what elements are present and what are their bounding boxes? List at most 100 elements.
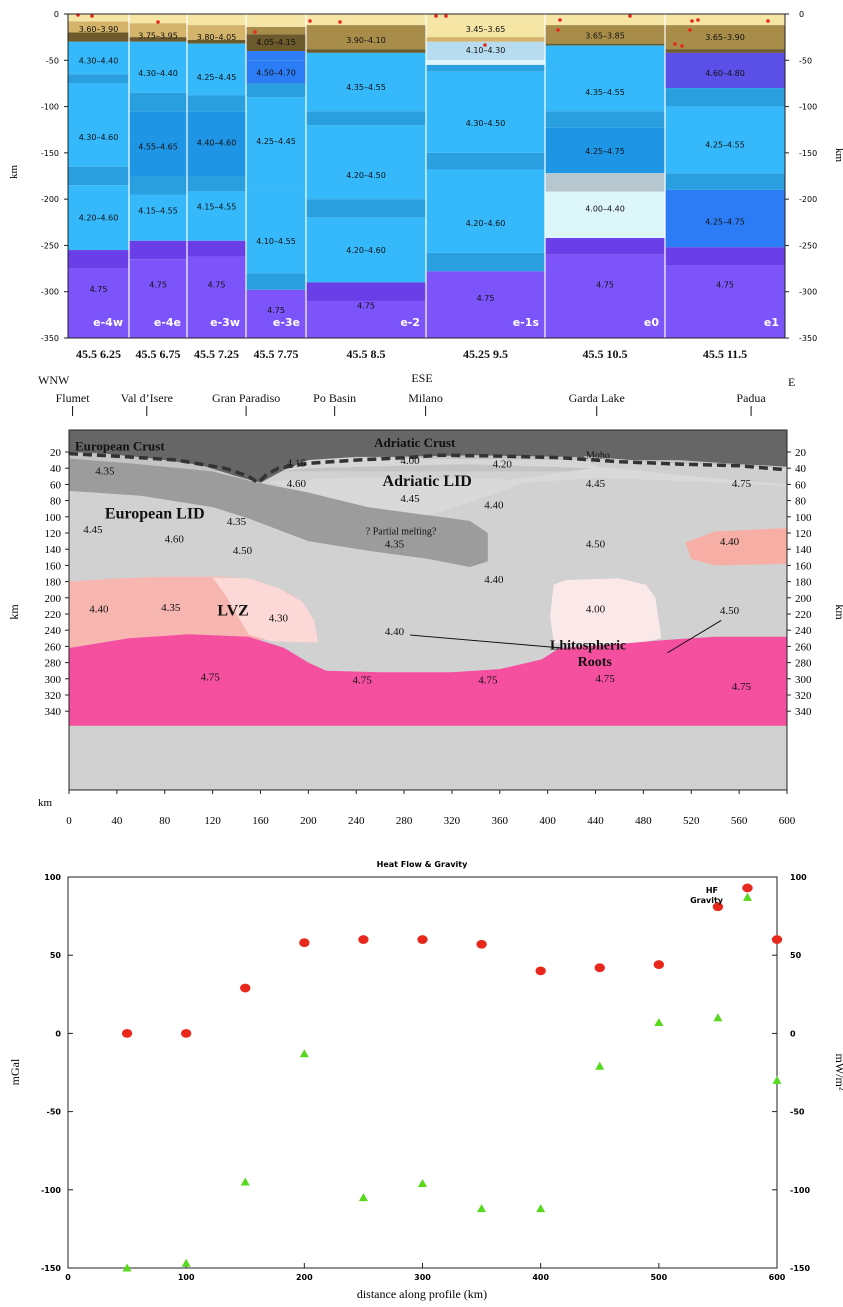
velocity-layer-cy1 xyxy=(68,41,129,75)
velocity-layer-cy3 xyxy=(426,64,545,72)
layer-velocity-range-label: 4.75 xyxy=(149,280,167,289)
legend-label-hf: HF xyxy=(706,886,718,895)
y-tick-label-left: -200 xyxy=(41,195,59,204)
x-tick-label: 100 xyxy=(178,1273,195,1282)
y-tick-label-right: 80 xyxy=(795,496,807,508)
velocity-layer-tan1 xyxy=(426,21,545,38)
seismic-event-dot xyxy=(253,30,257,34)
y-tick-label-right: -250 xyxy=(799,241,817,250)
hf-data-point xyxy=(299,938,310,948)
y-tick-label-right: 140 xyxy=(795,544,812,556)
y-tick-label-left: 240 xyxy=(45,625,62,637)
velocity-layer-cy1 xyxy=(306,52,426,112)
layer-velocity-range-label: 4.35–4.55 xyxy=(585,88,625,97)
layer-velocity-range-label: 3.80–4.05 xyxy=(197,33,237,42)
velocity-value-label: 4.60 xyxy=(165,534,185,546)
velocity-layer-purple xyxy=(426,271,545,338)
layer-velocity-range-label: 4.30–4.40 xyxy=(138,69,178,78)
x-tick-label: 200 xyxy=(296,1273,313,1282)
velocity-layer-cy1 xyxy=(306,125,426,200)
velocity-layer-tan4 xyxy=(665,49,785,53)
layer-velocity-range-label: 4.25–4.75 xyxy=(585,147,625,156)
y-tick-label-right: 120 xyxy=(795,528,812,540)
legend-label-gravity: Gravity xyxy=(690,896,724,905)
column-coordinates-label: 45.5 7.75 xyxy=(254,347,299,361)
velocity-value-label: 4.00 xyxy=(586,603,606,615)
seismic-event-dot xyxy=(338,20,342,24)
velocity-layer-tan4 xyxy=(545,43,665,46)
column-id-label: e-2 xyxy=(400,316,420,329)
region-label: LVZ xyxy=(217,603,248,620)
y-tick-label-left: 260 xyxy=(45,641,62,653)
panel-frame xyxy=(67,13,786,339)
hf-data-point xyxy=(712,902,724,912)
velocity-layer-cy3 xyxy=(426,152,545,170)
x-tick-label: 560 xyxy=(731,815,748,827)
velocity-layer-pale xyxy=(426,41,545,61)
velocity-value-label: 4.75 xyxy=(732,478,752,490)
velocity-layer-tan4 xyxy=(187,39,246,44)
velocity-layer-cy3 xyxy=(545,111,665,128)
velocity-value-label: 4.00 xyxy=(400,455,420,467)
column-coordinates-label: 45.5 6.25 xyxy=(76,347,121,361)
y-tick-label-left: -150 xyxy=(41,149,59,158)
layer-velocity-range-label: 4.00–4.40 xyxy=(585,204,625,213)
velocity-layer-violet xyxy=(306,282,426,301)
velocity-layer-cy3 xyxy=(665,173,785,190)
gravity-data-point xyxy=(181,1258,191,1267)
velocity-layer-blue xyxy=(246,51,306,61)
velocity-layer-cy3 xyxy=(129,92,187,112)
y-tick-label-left: -50 xyxy=(47,1108,62,1117)
layer-velocity-range-label: 4.75 xyxy=(90,285,108,294)
y-tick-label-left: 0 xyxy=(55,1029,61,1038)
y-tick-label-left: -150 xyxy=(41,1264,61,1273)
velocity-layer-cy3 xyxy=(665,88,785,107)
velocity-layer-cy3 xyxy=(68,74,129,84)
column-id-label: e0 xyxy=(644,316,659,329)
seismic-event-dot xyxy=(556,28,560,32)
y-tick-label-right: 60 xyxy=(795,479,807,491)
place-name-label: Flumet xyxy=(56,391,91,405)
y-tick-label-right: 50 xyxy=(790,951,802,960)
layer-velocity-range-label: 4.75 xyxy=(716,280,734,289)
y-tick-label-left: -100 xyxy=(41,103,59,112)
y-tick-label-right: 260 xyxy=(795,641,812,653)
region-label: Lhitospheric xyxy=(550,639,626,654)
layer-velocity-range-label: 4.75 xyxy=(267,306,285,315)
velocity-layer-cy2 xyxy=(545,127,665,174)
y-tick-label-left: -50 xyxy=(46,56,59,65)
y-tick-label-right: -50 xyxy=(799,56,812,65)
x-tick-label: 400 xyxy=(532,1273,549,1282)
column-coordinates-label: 45.5 7.25 xyxy=(194,347,239,361)
y-tick-label-left: 0 xyxy=(54,10,59,19)
hf-data-point xyxy=(121,1029,133,1038)
velocity-layer-purple xyxy=(306,300,426,338)
velocity-layer-cy1 xyxy=(129,41,187,93)
y-tick-label-left: 200 xyxy=(45,593,62,605)
gravity-data-point xyxy=(122,1263,132,1272)
velocity-value-label: 4.40 xyxy=(720,536,740,548)
y-tick-label-left: 100 xyxy=(45,512,62,524)
x-axis-unit-label: km xyxy=(38,797,53,809)
layer-velocity-range-label: 4.30–4.60 xyxy=(79,133,119,142)
x-tick-label: 80 xyxy=(159,815,171,827)
velocity-layer-cy3 xyxy=(426,252,545,272)
y-axis-label-right: km xyxy=(833,604,843,620)
gravity-data-point xyxy=(477,1204,487,1213)
column-id-label: e-4e xyxy=(154,316,181,329)
velocity-layer-purple xyxy=(545,254,665,338)
y-tick-label-right: 0 xyxy=(790,1029,796,1038)
layer-velocity-range-label: 4.75 xyxy=(596,280,614,289)
x-tick-label: 320 xyxy=(444,815,461,827)
column-id-label: e-3e xyxy=(273,316,300,329)
layer-velocity-range-label: 4.50–4.70 xyxy=(256,68,296,77)
x-tick-label: 600 xyxy=(769,1273,786,1282)
region-label: European LID xyxy=(105,505,205,522)
velocity-value-label: 4.35 xyxy=(161,602,181,614)
y-tick-label-left: 40 xyxy=(50,463,62,475)
european-lid-body xyxy=(69,458,488,567)
velocity-layer-tan3 xyxy=(246,26,306,35)
layer-velocity-range-label: 4.35–4.55 xyxy=(346,83,386,92)
